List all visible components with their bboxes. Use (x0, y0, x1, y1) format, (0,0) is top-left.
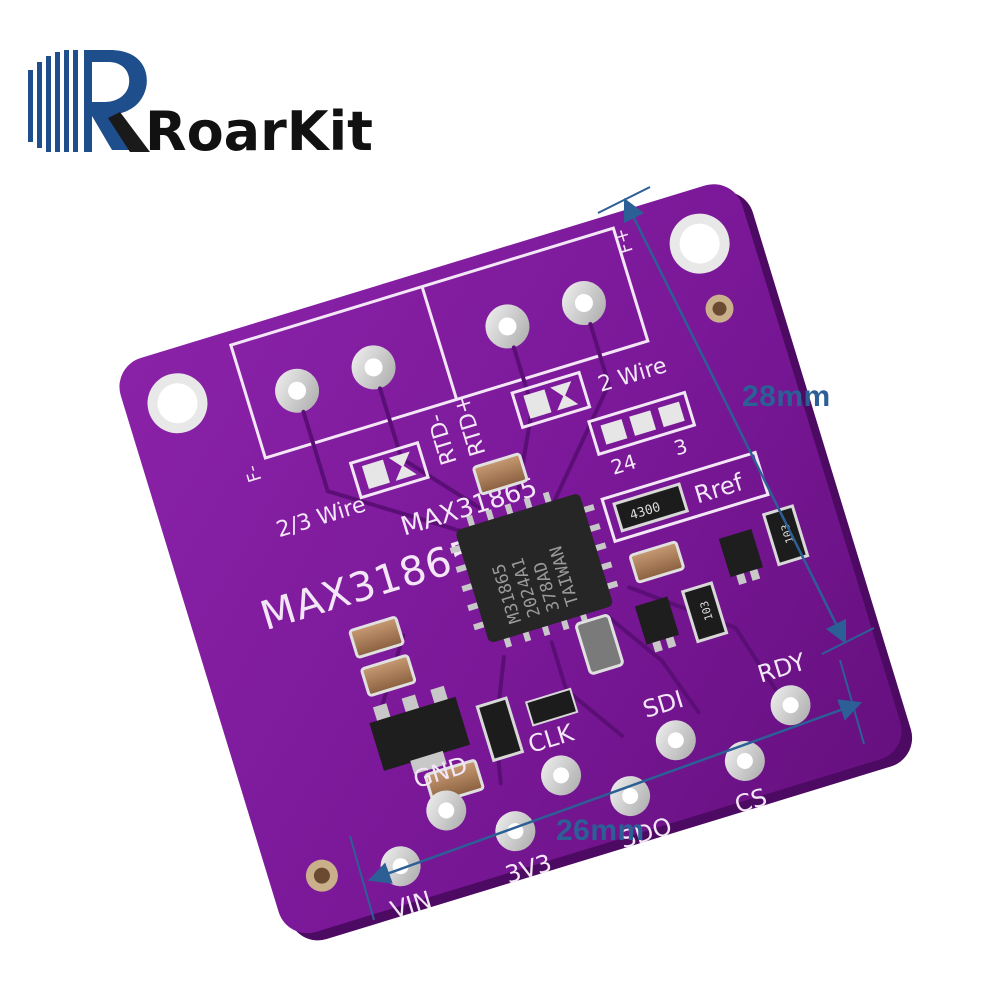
width-dimension-arrow (367, 699, 863, 884)
height-dimension-arrow (623, 197, 847, 645)
capacitor-c1 (472, 452, 529, 496)
width-dimension-tick-left (349, 835, 375, 921)
jumper-2-wire (510, 370, 592, 430)
pcb-board: F- F+ RTD- RTD+ 2/3 Wire 2 Wire 24 3 (119, 184, 913, 941)
brand-wordmark: RoarKit (145, 100, 373, 163)
height-dimension-tick-top (597, 186, 651, 214)
jumper-2-3-wire (348, 440, 430, 500)
max31865-chip: M31865 2024A1 378AD TAIWAN (449, 491, 619, 648)
inductor-l1 (575, 614, 624, 675)
width-dimension-label: 26mm (556, 814, 645, 847)
capacitor-c2 (348, 616, 405, 659)
rtd-terminal-pads (275, 281, 606, 413)
f-minus-label: F- (241, 462, 266, 484)
width-dimension-tick-right (839, 659, 865, 745)
height-dimension-label: 28mm (742, 380, 831, 413)
mounting-hole-bottom-left (305, 859, 338, 892)
mounting-hole-top-left (147, 373, 208, 434)
capacitor-c3 (360, 654, 417, 697)
roarkit-r-logo-icon (28, 50, 150, 152)
height-dimension-tick-bottom (821, 627, 875, 655)
